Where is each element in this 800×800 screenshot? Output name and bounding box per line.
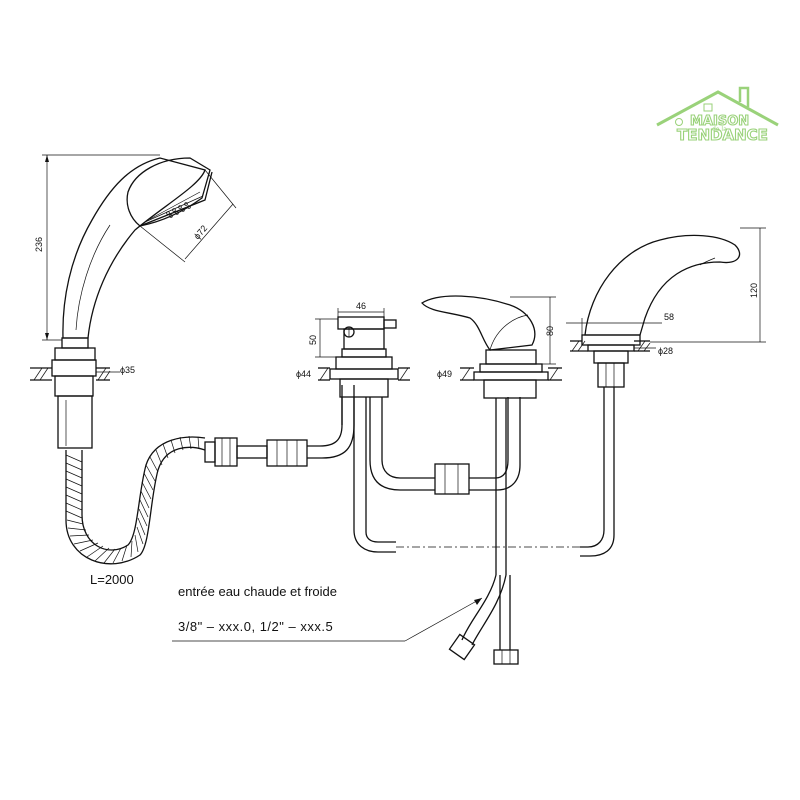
dim-shower-head: ϕ72: [139, 169, 237, 263]
dim-shower-height: 236: [34, 154, 160, 341]
inlet-annotation: entrée eau chaude et froide 3/8" – xxx.0…: [172, 584, 483, 642]
spout-width-label: 58: [664, 312, 674, 322]
shower-height-label: 236: [34, 237, 44, 252]
dim-mixer: 46 50 ϕ44: [296, 301, 385, 379]
mixer-height-label: 50: [308, 335, 318, 345]
hand-shower: [30, 157, 213, 449]
lever-mixer: [420, 295, 562, 665]
dim-spout: 120 58 ϕ28: [566, 227, 766, 356]
spout-height-label: 120: [749, 283, 759, 298]
flexible-hose: L=2000: [65, 385, 355, 587]
lever-height-label: 80: [545, 326, 555, 336]
shower-head-diameter-label: ϕ72: [192, 223, 209, 241]
shower-base-diameter-label: ϕ35: [120, 365, 135, 375]
mixer-width-label: 46: [356, 301, 366, 311]
hose-length-label: L=2000: [90, 572, 134, 587]
dim-lever: 80 ϕ49: [437, 296, 556, 379]
inlet-title: entrée eau chaude et froide: [178, 584, 337, 599]
diverter-valve: [318, 316, 521, 553]
mixer-base-diameter-label: ϕ44: [296, 369, 311, 379]
logo-line-1: MAISON: [690, 114, 749, 129]
logo-line-3: TENDANCE: [677, 126, 768, 144]
brand-logo: MAISON de la TENDANCE: [656, 86, 779, 145]
spout-base-diameter-label: ϕ28: [658, 346, 673, 356]
bath-spout: [570, 234, 741, 557]
lever-base-diameter-label: ϕ49: [437, 369, 452, 379]
logo-line-2: de la: [712, 126, 727, 133]
dim-shower-base: ϕ35: [96, 365, 135, 375]
inlet-codes: 3/8" – xxx.0, 1/2" – xxx.5: [178, 619, 333, 634]
